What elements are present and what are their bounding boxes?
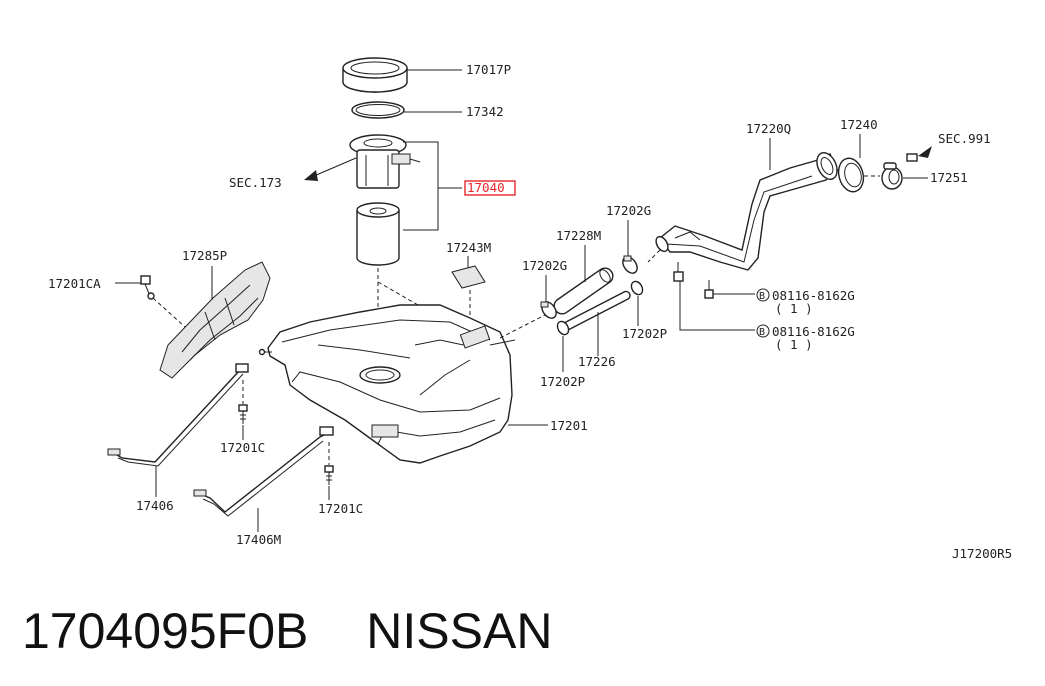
label-17202P-lower: 17202P (540, 374, 585, 389)
label-17226: 17226 (578, 354, 616, 369)
filler-cap-17251 (881, 162, 903, 190)
label-17040-highlight (464, 180, 516, 196)
label-sec173: SEC.173 (229, 175, 282, 190)
clip-17201CA (140, 275, 155, 300)
label-17202G-upper: 17202G (606, 203, 651, 218)
bolt-17201C-a (238, 404, 248, 424)
pad-17243M (451, 265, 486, 289)
label-17040: 17040 (467, 180, 505, 195)
label-17228M: 17228M (556, 228, 601, 243)
ring-17240 (837, 157, 865, 193)
sec991-marker (906, 146, 932, 162)
label-17342: 17342 (466, 104, 504, 119)
brand-name: NISSAN (366, 603, 553, 659)
tank-band-17406 (107, 363, 249, 467)
fuel-pump-module-top (349, 134, 421, 189)
fuel-pump-canister (356, 202, 400, 266)
label-bolt-lower-qty: ( 1 ) (775, 337, 813, 352)
fuel-tank-17201 (258, 304, 516, 464)
clamp-17202P-lower (556, 320, 570, 336)
arrow-sec173 (304, 170, 318, 181)
label-17406: 17406 (136, 498, 174, 513)
label-17202G-lower: 17202G (522, 258, 567, 273)
label-17017P: 17017P (466, 62, 511, 77)
label-17201CA: 17201CA (48, 276, 101, 291)
label-17285P: 17285P (182, 248, 227, 263)
svg-text:B: B (759, 327, 765, 338)
clamp-17202P-upper (630, 280, 644, 296)
label-17202P-upper: 17202P (622, 326, 667, 341)
bolt-symbol-lower: B (756, 324, 770, 338)
label-bolt-upper: 08116-8162G (772, 288, 855, 303)
clamp-17202G-upper (622, 255, 638, 274)
label-bolt-lower: 08116-8162G (772, 324, 855, 339)
o-ring-17342 (351, 101, 405, 119)
tank-band-17406M (193, 426, 334, 517)
label-17201C-b: 17201C (318, 501, 363, 516)
fuel-tank-parts-diagram: 17017P 17342 17040 SEC.173 17243M (48, 57, 1012, 561)
label-17251: 17251 (930, 170, 968, 185)
label-17243M: 17243M (446, 240, 491, 255)
diagram-reference-code: J17200R5 (952, 546, 1012, 561)
svg-text:B: B (759, 291, 765, 302)
label-bolt-upper-qty: ( 1 ) (775, 301, 813, 316)
label-17406M: 17406M (236, 532, 281, 547)
heat-insulator-17285P (159, 261, 271, 379)
label-17201: 17201 (550, 418, 588, 433)
filler-tube-17220Q (655, 152, 838, 271)
label-sec991: SEC.991 (938, 131, 991, 146)
bolt-symbol-upper: B (756, 288, 770, 302)
bolt-upper (704, 280, 714, 299)
lock-ring-17017P (342, 57, 408, 93)
part-caption: 1704095F0B NISSAN (22, 596, 1022, 666)
label-17201C-a: 17201C (220, 440, 265, 455)
clamp-17202G-lower (540, 301, 557, 319)
bolt-lower (673, 262, 684, 282)
label-17220Q: 17220Q (746, 121, 791, 136)
label-17240: 17240 (840, 117, 878, 132)
bolt-17201C-b (324, 465, 334, 485)
part-number: 1704095F0B (22, 603, 309, 659)
